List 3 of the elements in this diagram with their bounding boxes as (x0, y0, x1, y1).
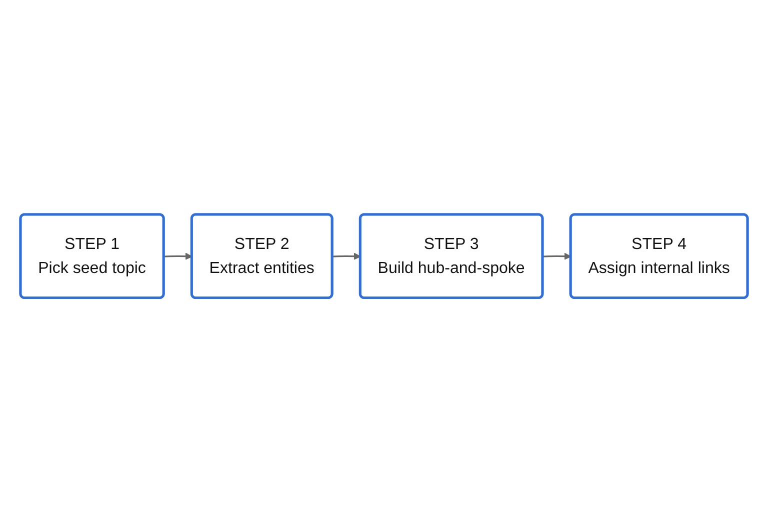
arrow (332, 252, 361, 260)
arrow (542, 252, 572, 260)
arrow (164, 252, 192, 260)
